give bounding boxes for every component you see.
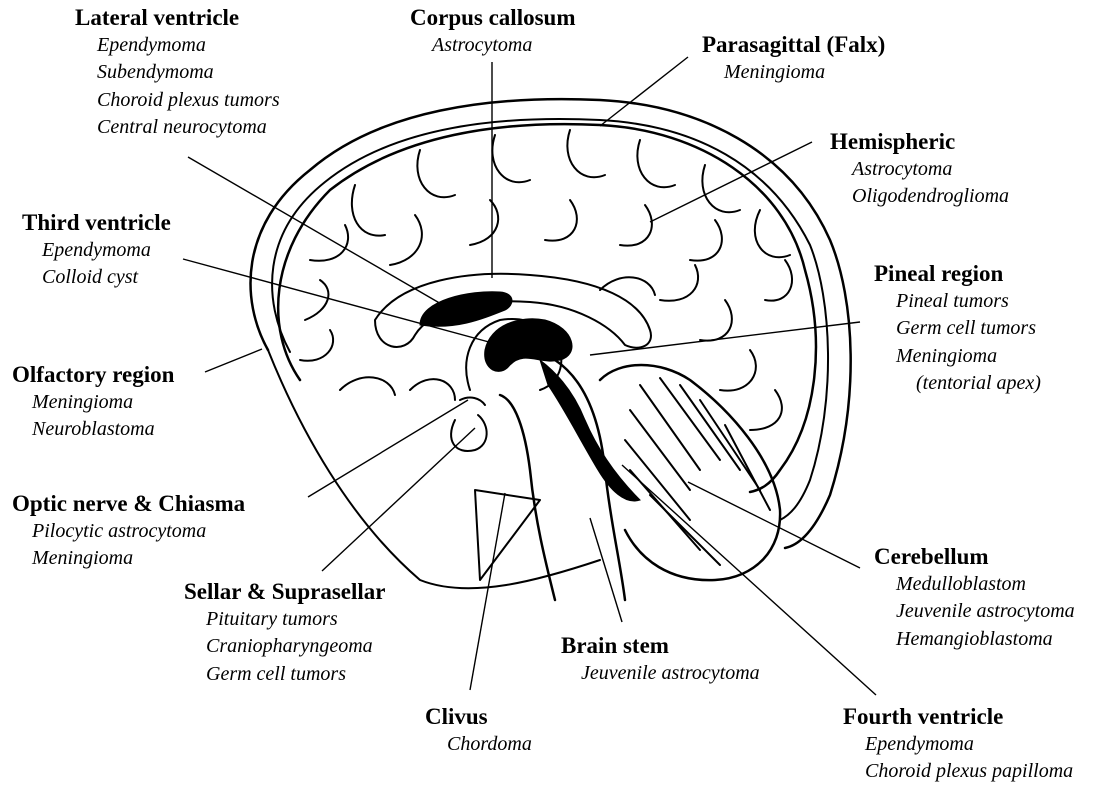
- label-items: Ependymoma Choroid plexus papilloma: [843, 731, 1073, 785]
- tumor-item: Craniopharyngeoma: [206, 633, 385, 661]
- tumor-item: Choroid plexus papilloma: [865, 758, 1073, 785]
- label-items: Pilocytic astrocytoma Meningioma: [12, 518, 245, 573]
- label-items: Chordoma: [425, 731, 532, 759]
- tumor-item: Astrocytoma: [852, 156, 1009, 184]
- leader-cerebellum: [688, 482, 860, 568]
- leader-clivus: [470, 493, 505, 690]
- tumor-item: Chordoma: [447, 731, 532, 759]
- label-corpus-callosum: Corpus callosum Astrocytoma: [410, 4, 576, 59]
- skull-inner-outline: [272, 119, 828, 520]
- label-items: Astrocytoma: [410, 32, 576, 60]
- cerebellum-folia: [625, 378, 770, 565]
- tumor-item: Subendymoma: [97, 59, 280, 87]
- label-hemispheric: Hemispheric Astrocytoma Oligodendrogliom…: [830, 128, 1009, 211]
- tumor-item: Jeuvenile astrocytoma: [581, 660, 760, 688]
- label-title: Clivus: [425, 703, 532, 731]
- tumor-item: Central neurocytoma: [97, 114, 280, 142]
- tumor-item: Meningioma: [32, 545, 245, 573]
- tumor-item: Choroid plexus tumors: [97, 87, 280, 115]
- tumor-item: Meningioma: [32, 389, 174, 417]
- label-title: Parasagittal (Falx): [702, 31, 885, 59]
- tumor-item: (tentorial apex): [896, 370, 1041, 398]
- label-title: Sellar & Suprasellar: [184, 578, 385, 606]
- leader-optic-nerve-chiasma: [308, 400, 468, 497]
- label-title: Olfactory region: [12, 361, 174, 389]
- leader-parasagittal: [600, 57, 688, 126]
- label-title: Cerebellum: [874, 543, 1075, 571]
- tumor-item: Astrocytoma: [432, 32, 576, 60]
- label-third-ventricle: Third ventricle Ependymoma Colloid cyst: [22, 209, 171, 292]
- label-items: Ependymoma Colloid cyst: [22, 237, 171, 292]
- tumor-item: Oligodendroglioma: [852, 183, 1009, 211]
- label-items: Jeuvenile astrocytoma: [561, 660, 760, 688]
- tumor-item: Ependymoma: [865, 731, 1073, 759]
- leader-sellar-suprasellar: [322, 428, 475, 571]
- label-items: Meningioma Neuroblastoma: [12, 389, 174, 444]
- label-items: Pineal tumors Germ cell tumors Meningiom…: [874, 288, 1041, 398]
- label-olfactory-region: Olfactory region Meningioma Neuroblastom…: [12, 361, 174, 444]
- label-lateral-ventricle: Lateral ventricle Ependymoma Subendymoma…: [75, 4, 280, 142]
- tumor-item: Meningioma: [896, 343, 1041, 371]
- tumor-item: Neuroblastoma: [32, 416, 174, 444]
- label-title: Third ventricle: [22, 209, 171, 237]
- label-items: Meningioma: [702, 59, 885, 87]
- leader-olfactory-region: [205, 349, 262, 372]
- label-title: Brain stem: [561, 632, 760, 660]
- clivus-triangle: [475, 490, 540, 580]
- label-title: Corpus callosum: [410, 4, 576, 32]
- tumor-item: Pineal tumors: [896, 288, 1041, 316]
- label-sellar-suprasellar: Sellar & Suprasellar Pituitary tumors Cr…: [184, 578, 385, 688]
- label-fourth-ventricle: Fourth ventricle Ependymoma Choroid plex…: [843, 703, 1073, 785]
- label-title: Fourth ventricle: [843, 703, 1073, 731]
- tumor-item: Pilocytic astrocytoma: [32, 518, 245, 546]
- label-items: Medulloblastom Jeuvenile astrocytoma Hem…: [874, 571, 1075, 654]
- label-clivus: Clivus Chordoma: [425, 703, 532, 758]
- tumor-item: Pituitary tumors: [206, 606, 385, 634]
- label-items: Ependymoma Subendymoma Choroid plexus tu…: [75, 32, 280, 142]
- leader-lateral-ventricle: [188, 157, 455, 312]
- label-pineal-region: Pineal region Pineal tumors Germ cell tu…: [874, 260, 1041, 398]
- label-parasagittal: Parasagittal (Falx) Meningioma: [702, 31, 885, 86]
- label-cerebellum: Cerebellum Medulloblastom Jeuvenile astr…: [874, 543, 1075, 653]
- aqueduct-fourth-ventricle-shape: [540, 360, 640, 501]
- label-optic-nerve-chiasma: Optic nerve & Chiasma Pilocytic astrocyt…: [12, 490, 245, 573]
- label-items: Pituitary tumors Craniopharyngeoma Germ …: [184, 606, 385, 689]
- label-title: Lateral ventricle: [75, 4, 280, 32]
- label-title: Pineal region: [874, 260, 1041, 288]
- label-items: Astrocytoma Oligodendroglioma: [830, 156, 1009, 211]
- cerebral-gyri: [300, 130, 792, 430]
- tumor-item: Medulloblastom: [896, 571, 1075, 599]
- tumor-item: Hemangioblastoma: [896, 626, 1075, 654]
- leader-pineal-region: [590, 322, 860, 355]
- tumor-item: Ependymoma: [97, 32, 280, 60]
- label-brain-stem: Brain stem Jeuvenile astrocytoma: [561, 632, 760, 687]
- optic-chiasm-outline: [460, 398, 485, 405]
- tumor-item: Jeuvenile astrocytoma: [896, 598, 1075, 626]
- tumor-item: Germ cell tumors: [206, 661, 385, 689]
- cerebellum-outline: [600, 365, 780, 580]
- label-title: Optic nerve & Chiasma: [12, 490, 245, 518]
- tumor-item: Meningioma: [724, 59, 885, 87]
- leader-brain-stem: [590, 518, 622, 622]
- tumor-item: Ependymoma: [42, 237, 171, 265]
- tumor-item: Colloid cyst: [42, 264, 171, 292]
- tumor-item: Germ cell tumors: [896, 315, 1041, 343]
- label-title: Hemispheric: [830, 128, 1009, 156]
